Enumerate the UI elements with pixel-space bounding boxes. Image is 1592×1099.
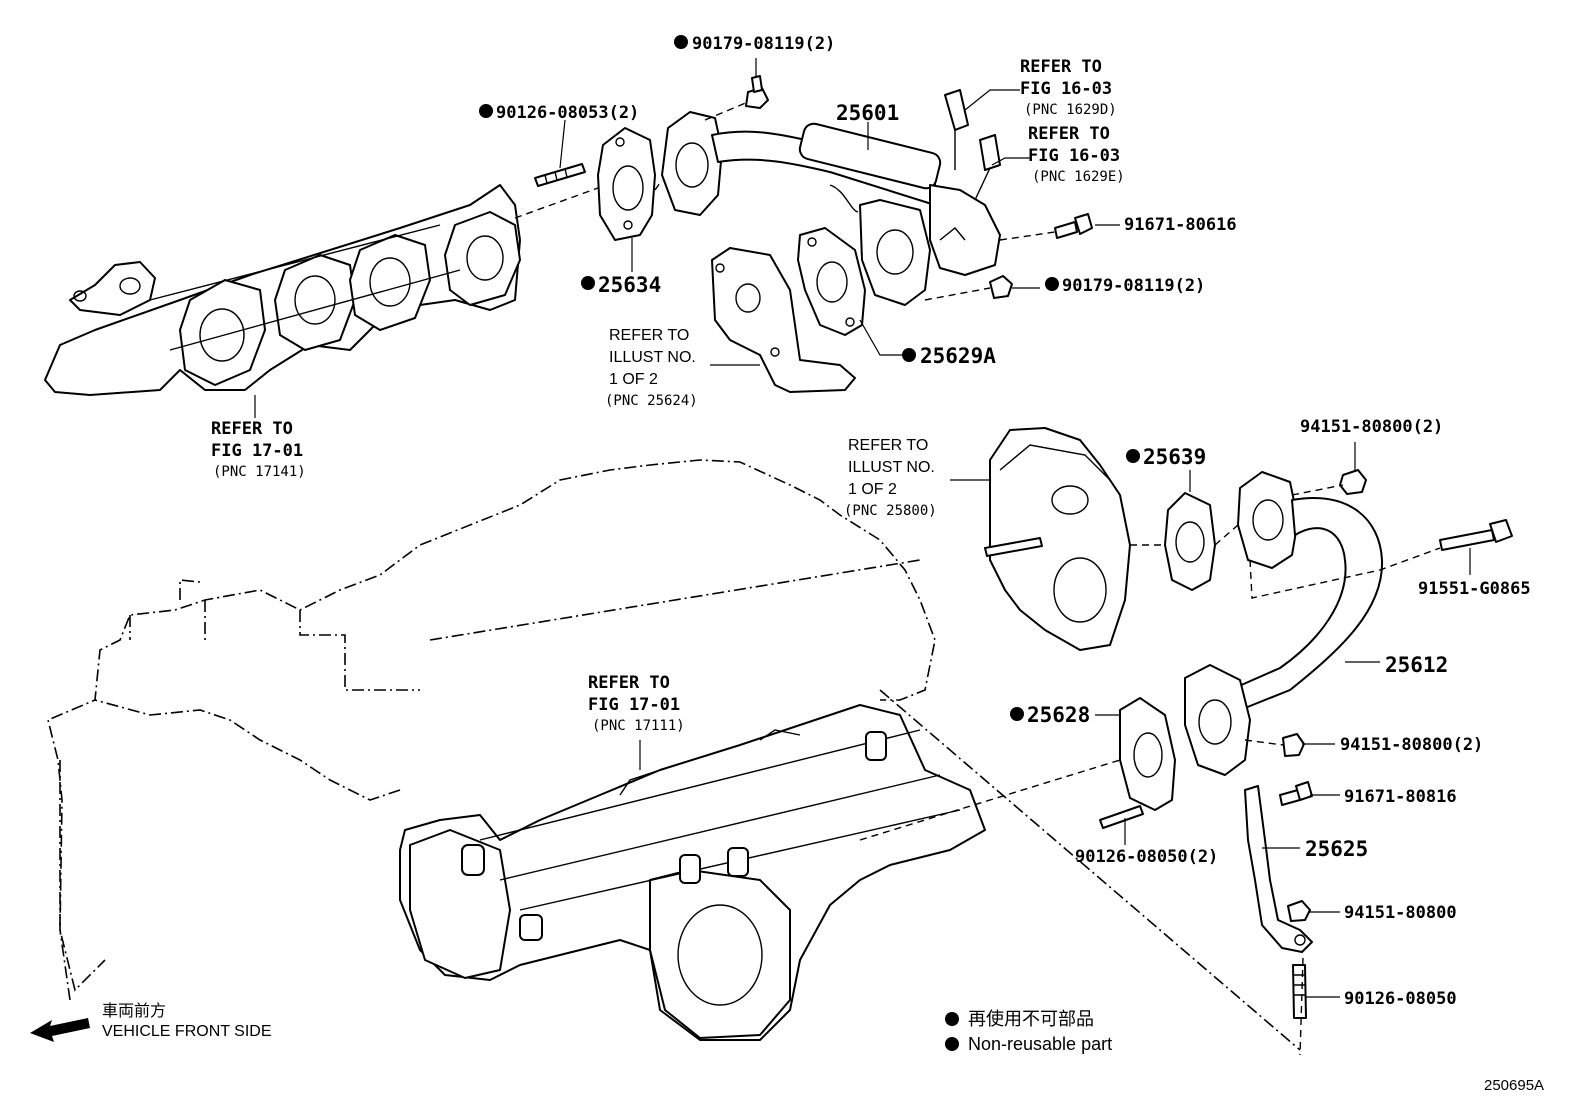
ref-line: FIG 17-01 (588, 695, 680, 715)
legend-dot-icon (945, 1037, 959, 1051)
vehicle-front-indicator: 車両前方 VEHICLE FRONT SIDE (30, 1002, 272, 1042)
nut-94151-mid (1282, 733, 1305, 757)
ref-line: REFER TO (1028, 124, 1110, 144)
part-labels: 90179-08119(2) 90126-08053(2) 25601 2563… (479, 34, 1531, 1009)
ref-line: REFER TO (609, 327, 689, 344)
tube-inserts (944, 89, 1001, 201)
part-label: 25601 (836, 101, 899, 125)
leader-lines (254, 58, 1471, 998)
non-reusable-dot (1010, 707, 1024, 721)
nut-94151-low (1287, 900, 1311, 922)
ref-line: REFER TO (1020, 57, 1102, 77)
legend-text-en: Non-reusable part (968, 1034, 1112, 1054)
part-label: 91671-80816 (1344, 787, 1457, 807)
stud-90126-08050-mid (1099, 805, 1144, 829)
part-label: 25628 (1027, 703, 1090, 727)
ref-line: 1 OF 2 (848, 481, 897, 498)
nut-90179-mid (989, 275, 1013, 299)
nut-94151-top (1339, 469, 1367, 495)
ref-line: FIG 16-03 (1028, 146, 1120, 166)
engine-block-outline (47, 459, 1301, 1051)
ref-line: (PNC 1629E) (1032, 169, 1125, 185)
egr-valve-25800 (984, 427, 1131, 651)
stud-90126-08050-low (1292, 964, 1307, 1019)
part-label: 25625 (1305, 837, 1368, 861)
bolt-91671-80816 (1279, 781, 1313, 806)
part-label: 91551-G0865 (1418, 579, 1531, 599)
legend-dot-icon (945, 1012, 959, 1026)
part-label: 90126-08053(2) (496, 103, 639, 123)
part-label: 91671-80616 (1124, 215, 1237, 235)
direction-label-en: VEHICLE FRONT SIDE (102, 1023, 272, 1040)
figure-id: 250695A (1484, 1077, 1544, 1094)
part-label: 25639 (1143, 445, 1206, 469)
ref-line: REFER TO (211, 419, 293, 439)
part-label: 94151-80800(2) (1300, 417, 1443, 437)
part-label: 25629A (920, 344, 996, 368)
part-label: 25612 (1385, 653, 1448, 677)
ref-line: ILLUST NO. (848, 459, 935, 476)
non-reusable-dot (1126, 449, 1140, 463)
ref-line: (PNC 25800) (844, 503, 937, 519)
intake-manifold (399, 704, 986, 1041)
gasket-25629a (797, 227, 866, 336)
ref-line: ILLUST NO. (609, 349, 696, 366)
legend: 再使用不可部品 Non-reusable part (945, 1009, 1112, 1054)
stud-90126-08053 (534, 163, 586, 187)
part-label: 94151-80800 (1344, 903, 1457, 923)
reference-labels: REFER TO FIG 16-03 (PNC 1629D) REFER TO … (211, 57, 1125, 734)
non-reusable-dot (674, 35, 688, 49)
bolt-91551-g0865 (1439, 519, 1513, 551)
non-reusable-dot (902, 348, 916, 362)
arrow-left-icon (30, 1018, 90, 1042)
part-label: 90179-08119(2) (692, 34, 835, 54)
gasket-25634 (597, 127, 656, 241)
ref-line: (PNC 17141) (213, 464, 306, 480)
bolt-90179-top (745, 75, 769, 109)
part-label: 25634 (598, 273, 661, 297)
egr-pipe-25612 (1184, 471, 1384, 776)
ref-line: REFER TO (848, 437, 928, 454)
non-reusable-dot (1045, 277, 1059, 291)
ref-line: 1 OF 2 (609, 371, 658, 388)
part-label: 94151-80800(2) (1340, 735, 1483, 755)
ref-line: FIG 16-03 (1020, 79, 1112, 99)
legend-text-jp: 再使用不可部品 (968, 1009, 1094, 1029)
part-label: 90126-08050 (1344, 989, 1457, 1009)
direction-label-jp: 車両前方 (102, 1002, 166, 1020)
alignment-lines (514, 101, 1441, 1056)
egr-pipe-25601 (661, 111, 1001, 306)
bolt-91671-80616 (1054, 213, 1093, 239)
exhaust-manifold (44, 184, 521, 396)
non-reusable-dot (479, 104, 493, 118)
non-reusable-dot (581, 276, 595, 290)
bracket-25625 (1244, 785, 1313, 953)
bracket-25624 (711, 247, 856, 393)
gasket-25639 (1164, 492, 1216, 591)
ref-line: FIG 17-01 (211, 441, 303, 461)
part-label: 90179-08119(2) (1062, 276, 1205, 296)
ref-line: (PNC 25624) (605, 393, 698, 409)
ref-line: (PNC 1629D) (1024, 102, 1117, 118)
ref-line: (PNC 17111) (592, 718, 685, 734)
gasket-25628 (1119, 697, 1176, 811)
part-label: 90126-08050(2) (1075, 847, 1218, 867)
ref-line: REFER TO (588, 673, 670, 693)
